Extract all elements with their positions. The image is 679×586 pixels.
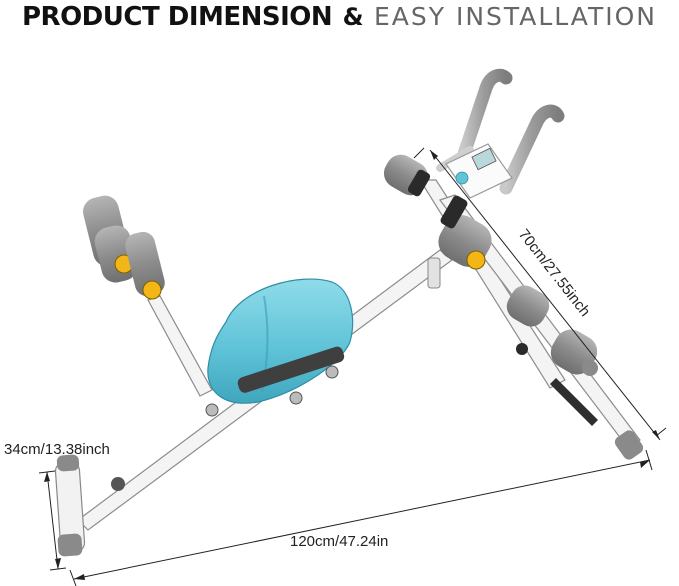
handles bbox=[436, 68, 565, 195]
tension-knob bbox=[516, 343, 528, 355]
length-label: 120cm/47.24in bbox=[290, 533, 388, 550]
lcd-display-icon bbox=[445, 143, 513, 199]
heading-light: EASY INSTALLATION bbox=[374, 2, 657, 31]
seat bbox=[205, 278, 354, 417]
height-dimension: 34cm/13.38inch bbox=[4, 441, 110, 571]
base-foot-cap-top bbox=[56, 454, 80, 472]
leg-pads bbox=[83, 195, 165, 300]
front-pads bbox=[383, 154, 598, 426]
length-dimension: 120cm/47.24in bbox=[69, 449, 653, 586]
front-pad-cap bbox=[466, 250, 486, 270]
adjust-knob bbox=[111, 477, 125, 491]
heading-connector: & bbox=[342, 3, 364, 31]
base-foot-cap bbox=[57, 533, 83, 557]
height-label: 34cm/13.38inch bbox=[4, 441, 110, 458]
heading-bold: PRODUCT DIMENSION bbox=[22, 2, 333, 32]
product-heading: PRODUCT DIMENSION & EASY INSTALLATION bbox=[0, 0, 679, 40]
rear-foot-cap bbox=[614, 430, 644, 460]
pad-cap-2 bbox=[142, 280, 162, 300]
